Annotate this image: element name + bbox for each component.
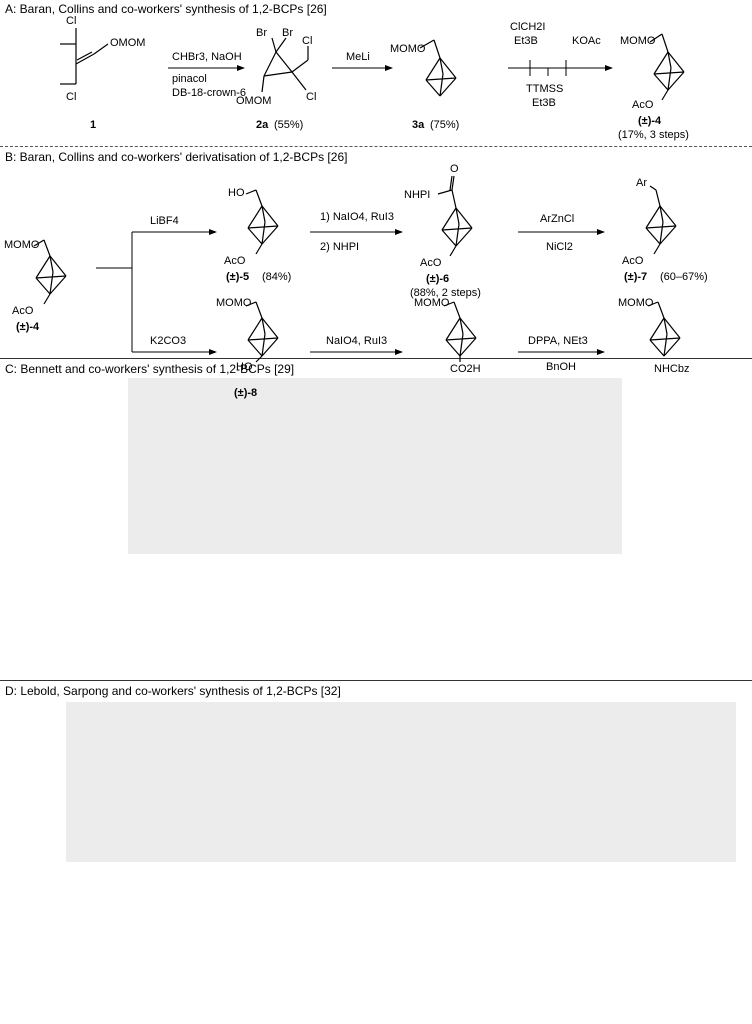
section-b-title: B: Baran, Collins and co-workers' deriva… — [5, 150, 348, 164]
ho-label: HO — [236, 361, 253, 373]
arrow-b9: DPPA, NEt3 BnOH — [518, 335, 605, 373]
aco-label: AcO — [12, 305, 34, 317]
compound-id: (±)-4 — [16, 321, 40, 333]
compound-5: HO AcO (±)-5 (84%) — [224, 187, 291, 283]
compound-id: (±)-7 — [624, 271, 647, 283]
divider-c-d — [0, 680, 752, 681]
reagent: DPPA, NEt3 — [528, 335, 588, 347]
reagent: Et3B — [514, 35, 538, 47]
branch-arrows: LiBF4 K2CO3 — [96, 215, 217, 355]
br-label: Br — [282, 27, 293, 39]
compound-id: (±)-5 — [226, 271, 249, 283]
aco-label: AcO — [632, 99, 654, 111]
compound-id: (±)-6 — [426, 273, 449, 285]
arrow-a2: MeLi — [332, 51, 393, 71]
yield: (88%, 2 steps) — [410, 287, 481, 299]
arrow-a1: CHBr3, NaOH pinacol DB-18-crown-6 — [168, 51, 246, 99]
reagent: CHBr3, NaOH — [172, 51, 242, 63]
reagent: K2CO3 — [150, 335, 186, 347]
compound-b-4: MOMO AcO (±)-4 — [4, 239, 67, 333]
momo-label: MOMO — [216, 297, 252, 309]
momo-label: MOMO — [4, 239, 40, 251]
yield: (75%) — [430, 119, 459, 131]
compound-id: 1 — [90, 119, 96, 131]
reagent: DB-18-crown-6 — [172, 87, 246, 99]
br-label: Br — [256, 27, 267, 39]
reagent: ArZnCl — [540, 213, 574, 225]
divider-b-c — [0, 358, 752, 359]
yield: (17%, 3 steps) — [618, 129, 689, 141]
momo-label: MOMO — [618, 297, 654, 309]
momo-label: MOMO — [620, 35, 656, 47]
reagent: NiCl2 — [546, 241, 573, 253]
omom-label: OMOM — [110, 37, 145, 49]
ho-label: HO — [228, 187, 245, 199]
omom-label: OMOM — [236, 95, 271, 107]
cl-label: Cl — [306, 91, 316, 103]
arrow-a3: ClCH2I Et3B KOAc TTMSS Et3B — [508, 21, 613, 109]
cl-label: Cl — [66, 15, 76, 27]
section-c-title: C: Bennett and co-workers' synthesis of … — [5, 362, 295, 376]
section-d-title: D: Lebold, Sarpong and co-workers' synth… — [5, 684, 341, 698]
momo-label: MOMO — [414, 297, 450, 309]
section-c-scheme-box — [128, 378, 622, 554]
compound-id: (±)-4 — [638, 115, 662, 127]
compound-6: O NHPI AcO (±)-6 (88%, 2 steps) — [404, 163, 481, 299]
compound-id: 3a — [412, 119, 425, 131]
momo-label: MOMO — [390, 43, 426, 55]
aco-label: AcO — [420, 257, 442, 269]
reagent: 1) NaIO4, RuI3 — [320, 211, 394, 223]
nhcbz-label: NHCbz — [654, 363, 689, 375]
reagent: TTMSS — [526, 83, 563, 95]
aco-label: AcO — [224, 255, 246, 267]
cl-label: Cl — [302, 35, 312, 47]
reagent: NaIO4, RuI3 — [326, 335, 387, 347]
o-label: O — [450, 163, 459, 175]
reagent: KOAc — [572, 35, 601, 47]
aco-label: AcO — [622, 255, 644, 267]
arrow-b8: NaIO4, RuI3 — [310, 335, 403, 355]
compound-8: MOMO HO — [216, 297, 279, 373]
section-d-scheme-box — [66, 702, 736, 862]
reagent: 2) NHPI — [320, 241, 359, 253]
compound-id: (±)-8 — [234, 387, 257, 399]
reagent: ClCH2I — [510, 21, 545, 33]
yield: (84%) — [262, 271, 291, 283]
yield: (60–67%) — [660, 271, 708, 283]
compound-3a: MOMO 3a (75%) — [390, 39, 459, 131]
section-a-title: A: Baran, Collins and co-workers' synthe… — [5, 2, 327, 16]
reagent: pinacol — [172, 73, 207, 85]
compound-4: MOMO AcO (±)-4 (17%, 3 steps) — [618, 33, 689, 141]
nhpi-label: NHPI — [404, 189, 430, 201]
arrow-b6: ArZnCl NiCl2 — [518, 213, 605, 253]
compound-1: Cl OMOM Cl 1 — [60, 15, 145, 131]
reagent: Et3B — [532, 97, 556, 109]
compound-7: Ar AcO (±)-7 (60–67%) — [622, 177, 708, 283]
compound-id: 2a — [256, 119, 269, 131]
ar-label: Ar — [636, 177, 647, 189]
yield: (55%) — [274, 119, 303, 131]
compound-2a: Br Br Cl Cl OMOM 2a (55%) — [236, 27, 316, 131]
co2h-label: CO2H — [450, 363, 481, 375]
compound-10: MOMO NHCbz — [618, 297, 689, 375]
reagent: LiBF4 — [150, 215, 179, 227]
compound-9: MOMO CO2H — [414, 297, 481, 375]
reagent: BnOH — [546, 361, 576, 373]
divider-a-b — [0, 146, 752, 147]
cl-label: Cl — [66, 91, 76, 103]
reagent: MeLi — [346, 51, 370, 63]
arrow-b5: 1) NaIO4, RuI3 2) NHPI — [310, 211, 403, 253]
